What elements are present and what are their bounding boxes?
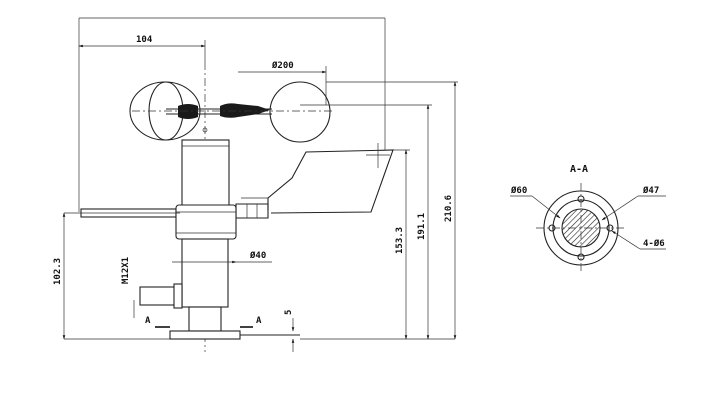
section-holes-label: 4-Ø6 — [643, 238, 665, 249]
right-cup — [269, 81, 331, 143]
wind-cup-rotor — [129, 81, 333, 143]
section-inner-diameter-label: Ø47 — [642, 185, 659, 196]
svg-text:191.1: 191.1 — [417, 213, 427, 240]
svg-text:102.3: 102.3 — [53, 258, 63, 285]
dim-shaft-diameter-label: Ø40 — [249, 250, 266, 261]
svg-text:A: A — [256, 316, 262, 326]
svg-text:A: A — [145, 316, 151, 326]
height-191-dimension: 191.1 — [300, 104, 432, 340]
lower-body — [181, 238, 229, 308]
section-outer-diameter-label: Ø60 — [510, 185, 527, 196]
svg-text:5: 5 — [284, 310, 294, 315]
main-view: 104 Ø200 — [53, 17, 458, 352]
section-title: A-A — [570, 164, 588, 175]
width-104-dimension: 104 — [78, 17, 386, 212]
svg-text:153.3: 153.3 — [395, 227, 405, 254]
section-marker-left: A — [145, 316, 170, 328]
tail-vane — [235, 143, 394, 219]
base-plate — [169, 330, 241, 340]
base-thickness-dimension: 5 — [284, 310, 295, 352]
dim-104-label: 104 — [136, 35, 153, 45]
section-view: A-A Ø60 Ø47 4-Ø6 — [510, 164, 666, 273]
dim-cup-diameter-label: Ø200 — [271, 60, 294, 71]
height-210-dimension: 210.6 — [326, 81, 458, 340]
height-153-dimension: 153.3 — [300, 149, 455, 340]
collar — [175, 204, 237, 240]
upper-housing — [181, 139, 230, 207]
height-102-dimension: 102.3 — [53, 212, 180, 340]
cup-diameter-dimension: Ø200 — [238, 60, 327, 105]
svg-text:210.6: 210.6 — [444, 195, 454, 222]
lower-mast — [188, 306, 222, 332]
section-marker-right: A — [240, 316, 262, 328]
thread-label: M12X1 — [121, 257, 131, 284]
shaft-diameter-dimension: Ø40 — [172, 250, 272, 264]
